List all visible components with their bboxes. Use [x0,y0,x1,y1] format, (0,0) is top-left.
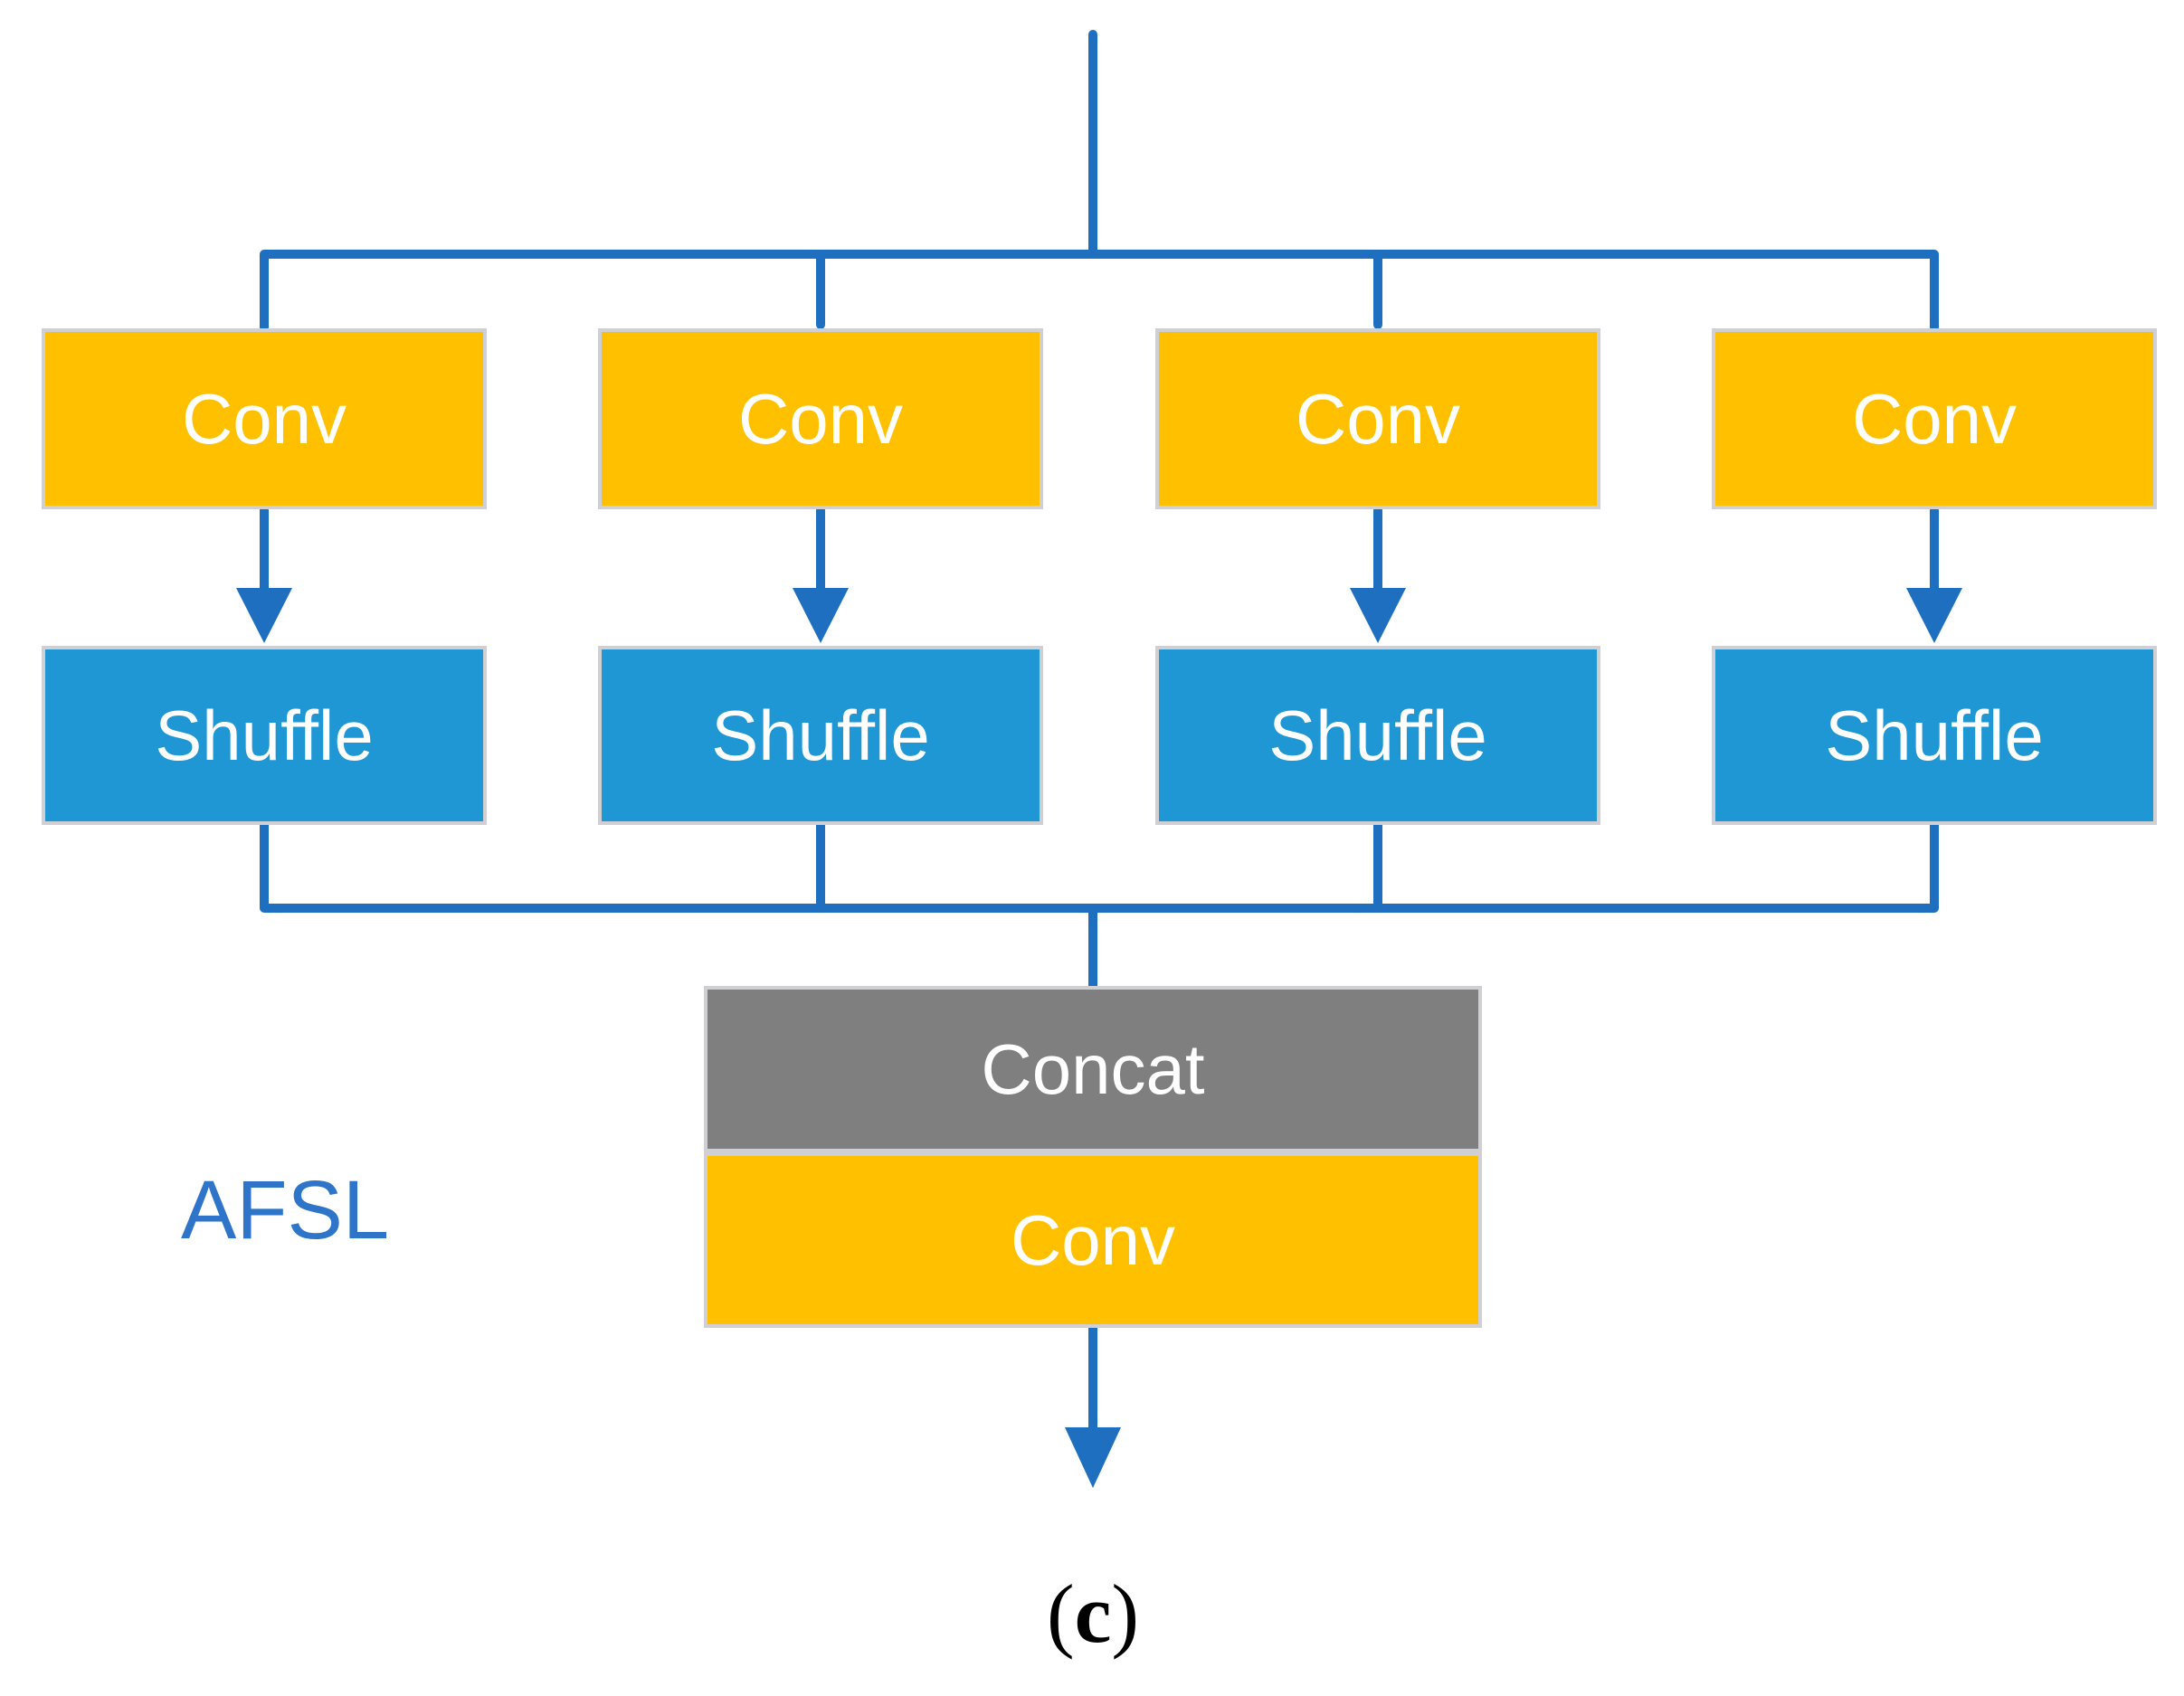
shuffle-box-1: Shuffle [42,646,487,825]
shuffle-box-4: Shuffle [1712,646,2157,825]
top-branch-line [260,250,1939,332]
shuffle-box-1-label: Shuffle [155,696,374,775]
conv-shuffle-arrow-head-4 [1906,588,1962,643]
concat-box: Concat [704,986,1482,1152]
caption-letter: c [1074,1568,1112,1660]
merge-line [260,819,1939,913]
concat-box-label: Concat [981,1029,1205,1109]
tail-conv-box-label: Conv [1010,1200,1176,1280]
conv-box-4: Conv [1712,328,2157,509]
conv-box-2-label: Conv [737,379,904,459]
caption-paren-close: ) [1111,1568,1140,1660]
conv-box-3: Conv [1155,328,1600,509]
shuffle-box-3: Shuffle [1155,646,1600,825]
conv-shuffle-arrow-head-1 [236,588,292,643]
figure-caption: (c) [957,1572,1229,1655]
conv-box-4-label: Conv [1851,379,2018,459]
shuffle-box-4-label: Shuffle [1825,696,2044,775]
caption-paren-open: ( [1046,1568,1075,1660]
tail-conv-box: Conv [704,1152,1482,1328]
conv-box-1: Conv [42,328,487,509]
conv-box-3-label: Conv [1295,379,1461,459]
conv-shuffle-arrow-head-2 [793,588,849,643]
group-label: AFSL [181,1169,389,1252]
shuffle-box-2-label: Shuffle [711,696,930,775]
group-label-text: AFSL [181,1164,390,1256]
conv-box-2: Conv [598,328,1043,509]
conv-shuffle-arrow-head-3 [1350,588,1406,643]
conv-box-1-label: Conv [181,379,347,459]
shuffle-box-3-label: Shuffle [1268,696,1487,775]
shuffle-box-2: Shuffle [598,646,1043,825]
output-arrow-head [1065,1427,1121,1488]
